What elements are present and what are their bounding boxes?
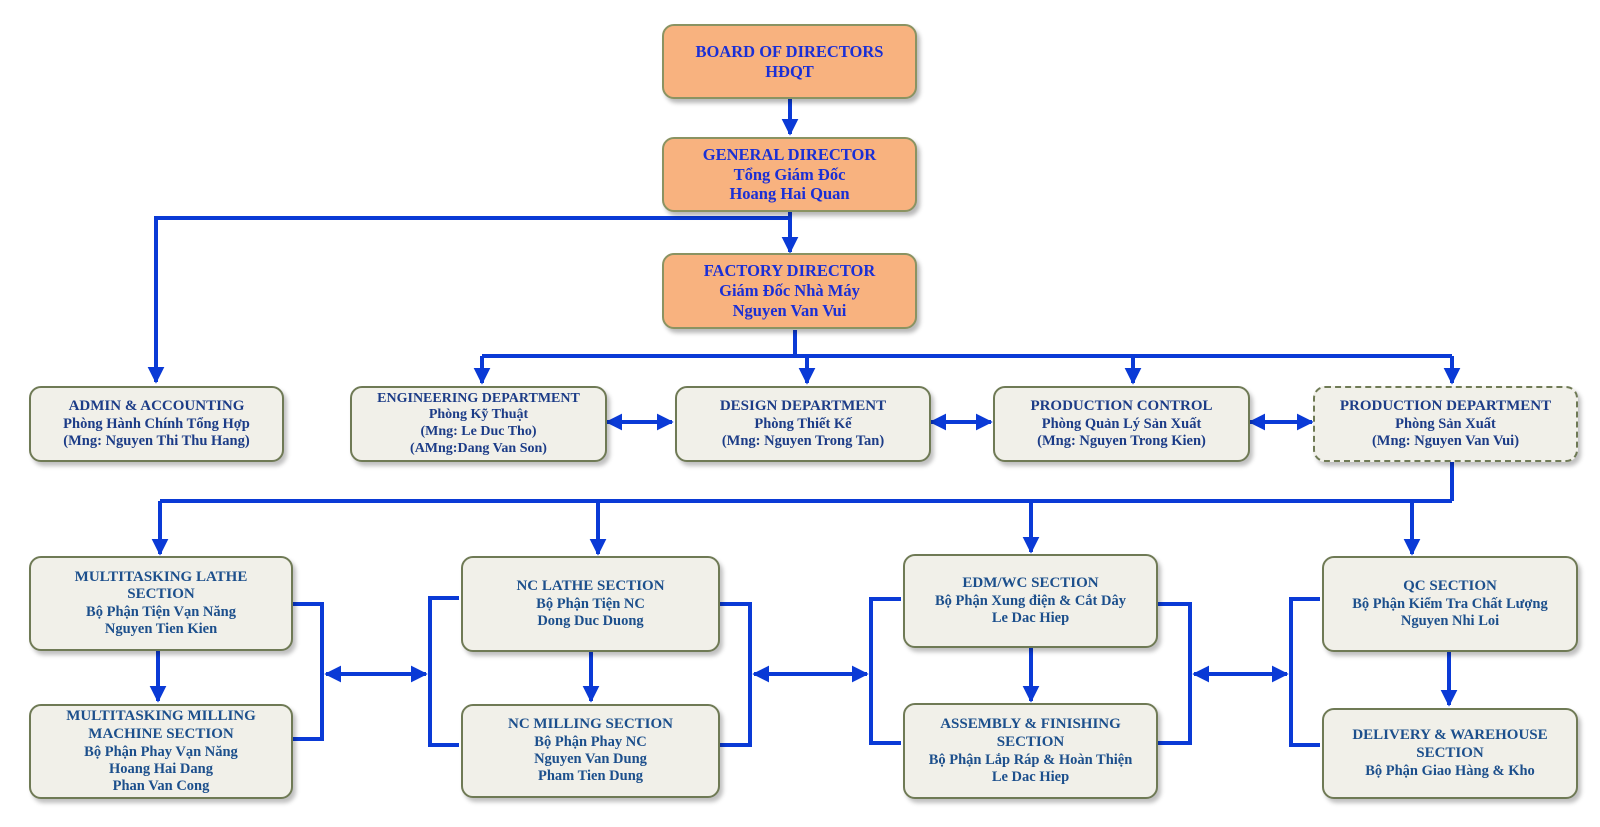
bracket-group-2-left <box>428 596 459 747</box>
bracket-group-3-left <box>869 597 901 745</box>
multitasking-milling-section-box: MULTITASKING MILLING MACHINE SECTION Bộ … <box>29 704 293 799</box>
admin-title: ADMIN & ACCOUNTING <box>68 398 245 415</box>
admin-accounting-box: ADMIN & ACCOUNTING Phòng Hành Chính Tổng… <box>29 386 284 462</box>
nc-lathe-lead: Dong Duc Duong <box>537 612 644 629</box>
multitasking-lathe-title-2: SECTION <box>127 586 195 603</box>
board-vi: HĐQT <box>765 61 814 81</box>
bracket-group-2-right <box>720 602 752 747</box>
nc-lathe-vi: Bộ Phận Tiện NC <box>536 595 645 612</box>
admin-manager: (Mng: Nguyen Thi Thu Hang) <box>63 432 250 449</box>
factory-director-name: Nguyen Van Vui <box>732 300 847 320</box>
general-director-name: Hoang Hai Quan <box>729 184 850 204</box>
engineering-department-box: ENGINEERING DEPARTMENT Phòng Kỹ Thuật (M… <box>350 386 607 462</box>
nc-lathe-title: NC LATHE SECTION <box>516 578 665 595</box>
multitasking-lathe-title-1: MULTITASKING LATHE <box>74 568 248 585</box>
delivery-title-2: SECTION <box>1416 744 1484 761</box>
delivery-title-1: DELIVERY & WAREHOUSE <box>1352 727 1548 744</box>
qc-section-box: QC SECTION Bộ Phận Kiểm Tra Chất Lượng N… <box>1322 556 1578 652</box>
factory-director-title: FACTORY DIRECTOR <box>703 261 876 281</box>
admin-vi: Phòng Hành Chính Tổng Hợp <box>63 415 250 432</box>
assembly-finishing-section-box: ASSEMBLY & FINISHING SECTION Bộ Phận Lắp… <box>903 703 1158 799</box>
design-title: DESIGN DEPARTMENT <box>719 398 887 415</box>
multitasking-milling-lead-1: Hoang Hai Dang <box>109 760 213 777</box>
production-control-title: PRODUCTION CONTROL <box>1030 398 1213 415</box>
multitasking-milling-title-2: MACHINE SECTION <box>88 725 234 742</box>
multitasking-milling-vi: Bộ Phận Phay Vạn Năng <box>84 743 238 760</box>
general-director-box: GENERAL DIRECTOR Tổng Giám Đốc Hoang Hai… <box>662 137 917 212</box>
design-department-box: DESIGN DEPARTMENT Phòng Thiết Kế (Mng: N… <box>675 386 931 462</box>
multitasking-lathe-vi: Bộ Phận Tiện Vạn Năng <box>86 604 236 621</box>
nc-milling-section-box: NC MILLING SECTION Bộ Phận Phay NC Nguye… <box>461 704 720 798</box>
design-manager: (Mng: Nguyen Trong Tan) <box>721 432 885 449</box>
production-control-manager: (Mng: Nguyen Trong Kien) <box>1037 432 1206 449</box>
board-title: BOARD OF DIRECTORS <box>695 41 884 61</box>
nc-lathe-section-box: NC LATHE SECTION Bộ Phận Tiện NC Dong Du… <box>461 556 720 652</box>
qc-title: QC SECTION <box>1403 578 1497 595</box>
general-director-title: GENERAL DIRECTOR <box>702 144 877 164</box>
assembly-title-1: ASSEMBLY & FINISHING <box>940 716 1121 733</box>
production-control-box: PRODUCTION CONTROL Phòng Quản Lý Sản Xuấ… <box>993 386 1250 462</box>
general-director-vi: Tổng Giám Đốc <box>733 164 846 184</box>
engineering-title: ENGINEERING DEPARTMENT <box>377 390 580 406</box>
factory-director-vi: Giám Đốc Nhà Máy <box>719 281 860 301</box>
edm-lead: Le Dac Hiep <box>991 609 1070 626</box>
production-department-manager: (Mng: Nguyen Van Vui) <box>1371 432 1520 449</box>
production-department-vi: Phòng Sản Xuất <box>1395 415 1496 432</box>
assembly-vi: Bộ Phận Lắp Ráp & Hoàn Thiện <box>928 751 1133 768</box>
multitasking-lathe-section-box: MULTITASKING LATHE SECTION Bộ Phận Tiện … <box>29 556 293 651</box>
edm-title: EDM/WC SECTION <box>962 575 1099 592</box>
nc-milling-title: NC MILLING SECTION <box>507 716 674 733</box>
engineering-manager: (Mng: Le Duc Tho) <box>420 424 537 439</box>
production-department-title: PRODUCTION DEPARTMENT <box>1339 398 1552 415</box>
assembly-lead: Le Dac Hiep <box>991 768 1070 785</box>
production-department-box: PRODUCTION DEPARTMENT Phòng Sản Xuất (Mn… <box>1313 386 1578 462</box>
edm-vi: Bộ Phận Xung điện & Cắt Dây <box>935 592 1126 609</box>
factory-director-box: FACTORY DIRECTOR Giám Đốc Nhà Máy Nguyen… <box>662 253 917 329</box>
qc-lead: Nguyen Nhi Loi <box>1400 612 1500 629</box>
engineering-vi: Phòng Kỹ Thuật <box>428 407 529 423</box>
delivery-warehouse-section-box: DELIVERY & WAREHOUSE SECTION Bộ Phận Gia… <box>1322 708 1578 799</box>
multitasking-lathe-lead: Nguyen Tien Kien <box>104 621 218 638</box>
delivery-vi: Bộ Phận Giao Hàng & Kho <box>1365 762 1535 779</box>
engineering-assistant-manager: (AMng:Dang Van Son) <box>410 440 547 456</box>
bracket-group-1-right <box>293 602 324 741</box>
assembly-title-2: SECTION <box>996 733 1065 750</box>
edm-wc-section-box: EDM/WC SECTION Bộ Phận Xung điện & Cắt D… <box>903 554 1158 648</box>
bracket-group-3-right <box>1158 602 1192 745</box>
production-control-vi: Phòng Quản Lý Sản Xuất <box>1041 415 1202 432</box>
nc-milling-lead-2: Pham Tien Dung <box>537 768 644 785</box>
board-of-directors-box: BOARD OF DIRECTORS HĐQT <box>662 24 917 99</box>
nc-milling-vi: Bộ Phận Phay NC <box>534 734 647 751</box>
qc-vi: Bộ Phận Kiểm Tra Chất Lượng <box>1352 595 1548 612</box>
nc-milling-lead-1: Nguyen Van Dung <box>534 751 647 768</box>
multitasking-milling-title-1: MULTITASKING MILLING <box>66 708 256 725</box>
line-general-to-admin <box>147 216 790 384</box>
bracket-group-4-left <box>1289 597 1320 747</box>
design-vi: Phòng Thiết Kế <box>754 415 852 432</box>
multitasking-milling-lead-2: Phan Van Cong <box>112 777 210 794</box>
